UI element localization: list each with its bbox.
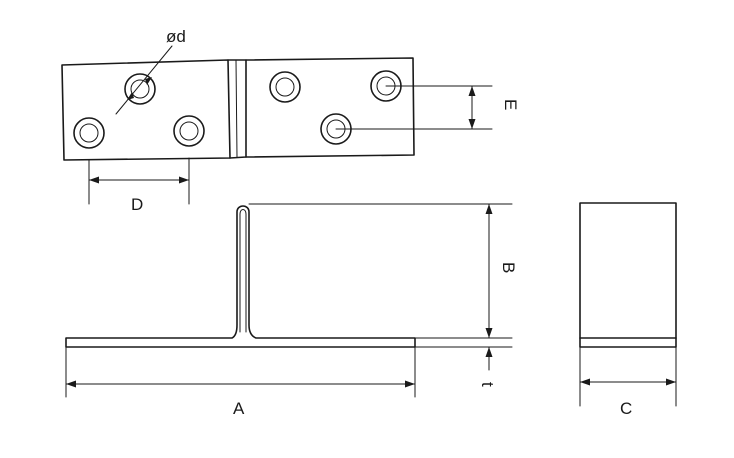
dimension-height: B: [485, 203, 518, 339]
label-thickness: t: [478, 382, 497, 387]
front-view: B t A: [65, 203, 518, 418]
top-view-right-plate: [245, 57, 415, 158]
side-view-upright: [579, 202, 677, 348]
dimension-hole-diameter: ød: [115, 27, 186, 115]
dimension-hole-offset: E: [335, 85, 520, 130]
dimension-hole-pitch: D: [88, 157, 190, 214]
top-view-fold-line: [235, 59, 238, 158]
label-hole-diameter: ød: [166, 27, 186, 46]
hole-top-left: [124, 73, 156, 105]
label-width: C: [620, 399, 632, 418]
dimension-width: C: [579, 346, 677, 418]
dimension-length: A: [65, 346, 416, 418]
side-view: C: [579, 202, 677, 418]
dimension-thickness: t: [478, 346, 497, 387]
label-height: B: [499, 262, 518, 273]
label-hole-offset: E: [501, 99, 520, 110]
front-view-base-plate: [65, 205, 416, 348]
top-view-fold-band: [227, 59, 247, 159]
label-length: A: [233, 399, 245, 418]
top-view: ød D E: [61, 27, 520, 214]
label-hole-pitch: D: [131, 195, 143, 214]
front-view-fold-inner: [239, 209, 247, 333]
hole-bottom-middle: [173, 115, 205, 147]
hole-bottom-left: [73, 117, 105, 149]
hole-top-right-1: [269, 71, 301, 103]
